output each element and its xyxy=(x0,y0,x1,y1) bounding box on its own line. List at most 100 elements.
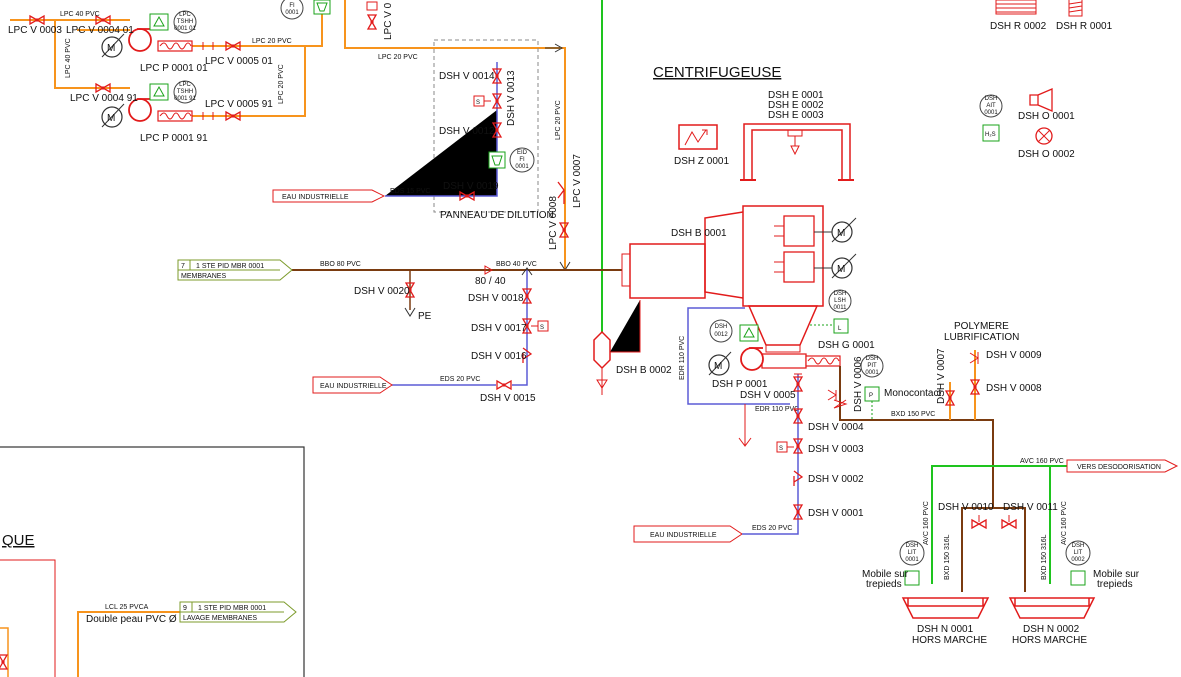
equipment-dsh-z-0001[interactable]: DSH Z 0001 xyxy=(674,124,729,167)
svg-text:S: S xyxy=(540,325,544,331)
svg-text:H₂S: H₂S xyxy=(985,132,996,138)
svg-text:AVC 160 PVC: AVC 160 PVC xyxy=(1061,501,1068,545)
svg-text:EDS 15 PVC: EDS 15 PVC xyxy=(390,188,430,195)
equipment-dsh-o-0001[interactable]: DSH O 0001 xyxy=(1018,88,1075,122)
svg-text:LCL 25 PVCA: LCL 25 PVCA xyxy=(105,604,149,611)
label-lpc-v-0008: LPC V 0008 xyxy=(548,196,559,250)
svg-text:HORS MARCHE: HORS MARCHE xyxy=(1012,635,1087,646)
svg-text:AIT: AIT xyxy=(986,103,996,109)
valve-dsh-v-0015[interactable] xyxy=(496,380,512,390)
svg-text:PE: PE xyxy=(418,311,432,322)
equipment-hoist[interactable]: DSH E 0001 DSH E 0002 DSH E 0003 xyxy=(740,90,854,181)
label-lpc-p-0001-91: LPC P 0001 91 xyxy=(140,133,208,144)
offpage-lavage-membranes[interactable]: 9 1 STE PID MBR 0001 LAVAGE MEMBRANES xyxy=(179,601,297,623)
equipment-dsh-g-0001[interactable]: DSH G 0001 xyxy=(747,305,875,369)
svg-text:DSH B 0001: DSH B 0001 xyxy=(671,228,727,239)
pump-dsh-p-0001[interactable] xyxy=(740,347,764,371)
svg-text:EDS 20 PVC: EDS 20 PVC xyxy=(752,525,792,532)
svg-text:LPC 20 PVC: LPC 20 PVC xyxy=(555,100,562,140)
svg-text:DSH V 0002: DSH V 0002 xyxy=(808,474,864,485)
svg-text:DSH V 0004: DSH V 0004 xyxy=(808,422,864,433)
svg-text:LPC 40 PVC: LPC 40 PVC xyxy=(60,11,100,18)
svg-text:DSH: DSH xyxy=(866,356,879,362)
svg-text:0001: 0001 xyxy=(984,110,998,116)
svg-text:0011: 0011 xyxy=(834,305,848,311)
label-polymere: POLYMERE xyxy=(954,321,1009,332)
svg-text:Double peau PVC Ø 63: Double peau PVC Ø 63 xyxy=(86,614,191,625)
svg-text:0001 01: 0001 01 xyxy=(174,26,196,32)
svg-text:DSH: DSH xyxy=(1072,543,1085,549)
svg-text:0001: 0001 xyxy=(515,164,529,170)
wash-water-line: DSH V 0005 DSH V 0004 S DSH V 0003 DSH V… xyxy=(740,373,864,535)
svg-text:DSH V 0012: DSH V 0012 xyxy=(439,126,495,137)
svg-text:BBO 80 PVC: BBO 80 PVC xyxy=(320,261,361,268)
edr-drain: EDR 110 PVC EDR 110 PVC xyxy=(679,307,799,447)
svg-text:DSH R 0001: DSH R 0001 xyxy=(1056,21,1113,32)
equipment-dsh-n-0001[interactable]: DSH N 0001 HORS MARCHE xyxy=(901,597,990,646)
motor-lpc-91: M xyxy=(101,103,125,128)
svg-text:P: P xyxy=(869,393,873,399)
svg-text:LAVAGE MEMBRANES: LAVAGE MEMBRANES xyxy=(183,615,257,622)
equipment-dsh-r-0001[interactable]: DSH R 0001 xyxy=(1056,0,1113,32)
instrument-dsh-lit-0001: DSH LIT 0001 Mobile sur trepieds xyxy=(862,540,925,590)
label-lpc-v-0003: LPC V 0003 xyxy=(8,25,62,36)
svg-text:EAU INDUSTRIELLE: EAU INDUSTRIELLE xyxy=(320,383,387,390)
svg-text:AVC 160 PVC: AVC 160 PVC xyxy=(923,501,930,545)
instrument-dsh-lsh-0011: DSH LSH 0011 L xyxy=(810,289,852,334)
svg-text:DSH E 0003: DSH E 0003 xyxy=(768,110,824,121)
svg-text:DSH P 0001: DSH P 0001 xyxy=(712,379,768,390)
svg-text:DSH V 0015: DSH V 0015 xyxy=(480,393,536,404)
svg-text:LUBRIFICATION: LUBRIFICATION xyxy=(944,332,1019,343)
svg-text:LPC 40 PVC: LPC 40 PVC xyxy=(65,38,72,78)
svg-text:80 / 40: 80 / 40 xyxy=(475,276,506,287)
label-lpc-p-0001-01: LPC P 0001 01 xyxy=(140,63,208,74)
label-dsh-v-0010: DSH V 0010 xyxy=(938,502,994,513)
svg-text:HORS MARCHE: HORS MARCHE xyxy=(912,635,987,646)
offpage-eau-industrielle-3[interactable]: EAU INDUSTRIELLE xyxy=(633,525,743,543)
svg-text:QUE: QUE xyxy=(2,532,35,549)
svg-text:PIT: PIT xyxy=(867,363,877,369)
instrument-dsh-pit-0001: DSH PIT 0001 P xyxy=(860,354,884,420)
svg-text:DSH V 0019: DSH V 0019 xyxy=(443,181,499,192)
equipment-dsh-b-0001[interactable]: DSH B 0001 xyxy=(621,205,824,307)
svg-text:DSH V 0005: DSH V 0005 xyxy=(740,390,796,401)
svg-text:EID: EID xyxy=(517,150,528,156)
svg-text:DSH V 0009: DSH V 0009 xyxy=(986,350,1042,361)
equipment-dsh-r-0002[interactable]: DSH R 0002 xyxy=(990,0,1047,32)
svg-text:EAU INDUSTRIELLE: EAU INDUSTRIELLE xyxy=(650,532,717,539)
valve-lpc-v-top[interactable] xyxy=(367,14,377,30)
equipment-dsh-b-0002[interactable]: DSH B 0002 xyxy=(593,300,672,395)
offpage-eau-industrielle-2[interactable]: EAU INDUSTRIELLE xyxy=(312,376,393,394)
svg-text:7: 7 xyxy=(181,263,185,270)
svg-text:DSH Z 0001: DSH Z 0001 xyxy=(674,156,729,167)
svg-text:DSH R 0002: DSH R 0002 xyxy=(990,21,1047,32)
flow-element-dilution xyxy=(488,151,506,169)
svg-text:Mobile sur: Mobile sur xyxy=(862,569,909,580)
svg-text:DSH V 0016: DSH V 0016 xyxy=(471,351,527,362)
offpage-membranes[interactable]: 7 1 STE PID MBR 0001 MEMBRANES xyxy=(177,259,293,281)
svg-text:DSH V 0007: DSH V 0007 xyxy=(936,348,947,404)
label-lpc-v-0007: LPC V 0007 xyxy=(572,154,583,208)
svg-text:LPC 20 PVC: LPC 20 PVC xyxy=(378,54,418,61)
svg-text:DSH V 0001: DSH V 0001 xyxy=(808,508,864,519)
svg-text:LPC 20 PVC: LPC 20 PVC xyxy=(252,38,292,45)
avc-ventilation-line: AVC 160 PVC AVC 160 PVC AVC 160 PVC BXD … xyxy=(923,458,1068,592)
equipment-dsh-o-0002[interactable]: DSH O 0002 xyxy=(1018,127,1075,160)
svg-text:LPC: LPC xyxy=(179,12,191,18)
offpage-vers-desodorisation[interactable]: VERS DESODORISATION xyxy=(1066,459,1179,473)
svg-text:EDR 110 PVC: EDR 110 PVC xyxy=(755,406,799,413)
svg-text:DSH V 0020: DSH V 0020 xyxy=(354,286,410,297)
svg-text:DSH V 0003: DSH V 0003 xyxy=(808,444,864,455)
svg-text:BBO 40 PVC: BBO 40 PVC xyxy=(496,261,537,268)
svg-text:DSH: DSH xyxy=(715,324,728,330)
svg-text:LPC: LPC xyxy=(179,82,191,88)
bxd-discharge-line: DSH V 0006 BXD 150 PVC DSH PIT 0001 P Mo… xyxy=(827,321,1042,470)
equipment-dsh-n-0002[interactable]: DSH N 0002 HORS MARCHE xyxy=(1008,597,1096,646)
svg-text:0001: 0001 xyxy=(285,10,299,16)
offpage-eau-industrielle-1[interactable]: EAU INDUSTRIELLE xyxy=(272,189,386,203)
svg-text:LPC V 0005 01: LPC V 0005 01 xyxy=(205,56,273,67)
